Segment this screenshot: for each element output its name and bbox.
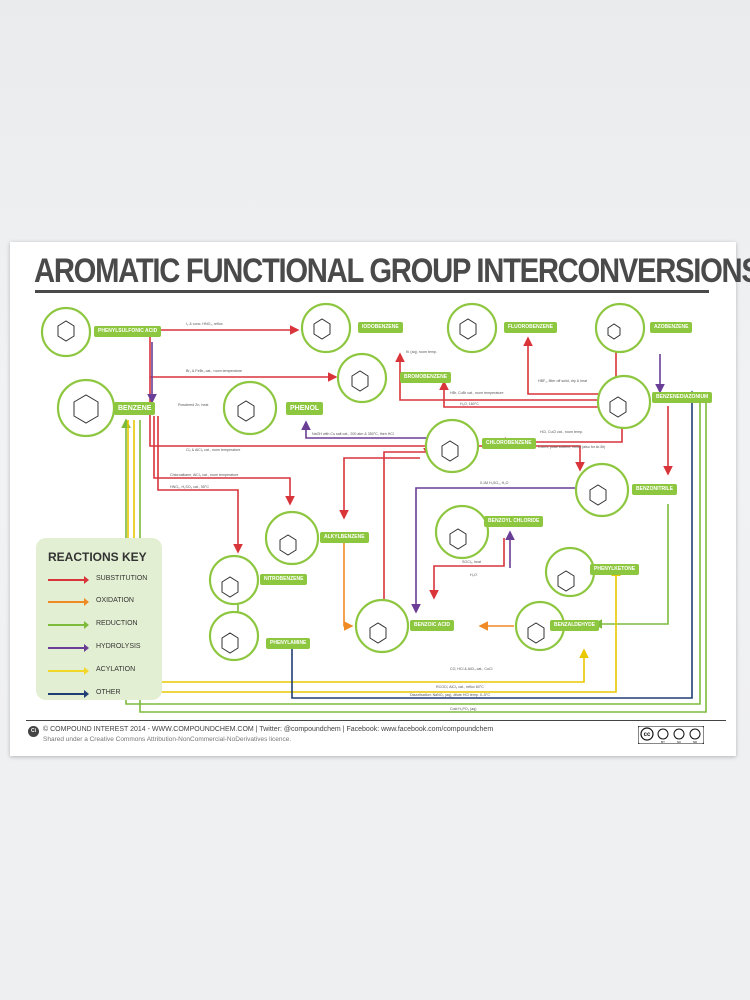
label-chlorobenzene: CHLOROBENZENE (482, 438, 536, 449)
key-row-oxidation: OXIDATION (46, 596, 156, 608)
key-row-acylation: ACYLATION (46, 665, 156, 677)
condition-hydrolysis: 0.1M H₂SO₄, H₂O (480, 481, 509, 485)
condition-hbf4: HBF₄, filter off solid, dry & heat (538, 379, 588, 383)
condition-chlorination: Cl₂ & AlCl₃ cat., room temperature (186, 448, 241, 452)
key-row-other: OTHER (46, 688, 156, 700)
footer-line-1: © COMPOUND INTEREST 2014 - WWW.COMPOUNDC… (43, 726, 494, 733)
label-benzene: BENZENE (114, 402, 156, 415)
label-bromobenzene: BROMOBENZENE (400, 372, 452, 383)
label-benzenediazonium: BENZENEDIAZONIUM (652, 392, 713, 403)
label-phenol: PHENOL (286, 402, 324, 415)
condition-cucn: CuCN, polar solvent, reflux (also for Ar… (538, 445, 606, 449)
key-row-reduction: REDUCTION (46, 619, 156, 631)
ring-structures (57, 318, 627, 654)
acylation-paths (127, 420, 621, 693)
poster-title: AROMATIC FUNCTIONAL GROUP INTERCONVERSIO… (34, 252, 750, 290)
footer-rule (26, 720, 726, 721)
by-text: BY (661, 740, 665, 744)
condition-iodination: I₂ & conc. HNO₃, reflux (186, 322, 223, 326)
reactions-key: REACTIONS KEY SUBSTITUTION OXIDATION RED… (36, 538, 162, 700)
condition-alkylation: Chloroalkane, AlCl₃ cat., room temperatu… (170, 473, 239, 477)
ci-logo: Ci (28, 726, 39, 737)
condition-rcocl: RCOCl, AlCl₃ cat., reflux 60°C (436, 685, 484, 689)
label-benzoic-acid: BENZOIC ACID (410, 620, 454, 631)
nc-text: NC (677, 740, 682, 744)
condition-ki: KI (aq), room temp. (406, 350, 437, 354)
condition-zinc: Powdered Zn, heat (178, 403, 209, 407)
condition-naoh: NaOH with Cu salt cat., 200 atm & 350°C,… (312, 432, 394, 436)
key-title: REACTIONS KEY (48, 550, 147, 564)
label-azobenzene: AZOBENZENE (650, 322, 693, 333)
condition-co: CO, HCl & AlCl₃ cat., CuCl (450, 667, 493, 671)
key-row-substitution: SUBSTITUTION (46, 574, 156, 586)
condition-water: H₂O, 160°C (460, 402, 479, 406)
condition-nitration: HNO₃, H₂SO₄ cat., 55°C (170, 485, 209, 489)
title-rule (35, 290, 709, 293)
label-benzaldehyde: BENZALDEHYDE (550, 620, 600, 631)
key-row-hydrolysis: HYDROLYSIS (46, 642, 156, 654)
condition-cold: Cold H₃PO₂ (aq) (450, 707, 477, 711)
condition-diazotisation: Diazotisation: NaNO₂ (aq), dilute HCl te… (410, 693, 490, 697)
nd-text: ND (693, 740, 698, 744)
label-iodobenzene: IODOBENZENE (358, 322, 403, 333)
label-fluorobenzene: FLUOROBENZENE (504, 322, 557, 333)
poster: AROMATIC FUNCTIONAL GROUP INTERCONVERSIO… (10, 242, 750, 756)
label-benzoyl-chloride: BENZOYL CHLORIDE (484, 516, 544, 527)
reaction-diagram (40, 302, 707, 713)
condition-bromination: Br₂ & FeBr₃ cat., room temperature (186, 369, 242, 373)
footer-line-2: Shared under a Creative Commons Attribut… (43, 736, 292, 743)
condition-h2o: H₂O (470, 573, 477, 577)
condition-hbr: HBr, CuBr cat., room temperature (450, 391, 504, 395)
oxidation-paths (343, 542, 514, 631)
label-phenylsulfonic-acid: PHENYLSULFONIC ACID (94, 326, 162, 337)
label-phenylamine: PHENYLAMINE (266, 638, 311, 649)
cc-text: cc (644, 732, 651, 738)
condition-hcl: HCl, CuCl cat., room temp. (540, 430, 583, 434)
label-nitrobenzene: NITROBENZENE (260, 574, 308, 585)
label-alkylbenzene: ALKYLBENZENE (320, 532, 369, 543)
label-benzonitrile: BENZONITRILE (632, 484, 677, 495)
hydrolysis-paths (147, 342, 665, 614)
cc-license-badge: cc BY NC ND (638, 726, 704, 744)
other-paths (139, 390, 707, 713)
condition-socl2: SOCl₂, heat (462, 560, 481, 564)
label-phenylketone: PHENYLKETONE (590, 564, 640, 575)
